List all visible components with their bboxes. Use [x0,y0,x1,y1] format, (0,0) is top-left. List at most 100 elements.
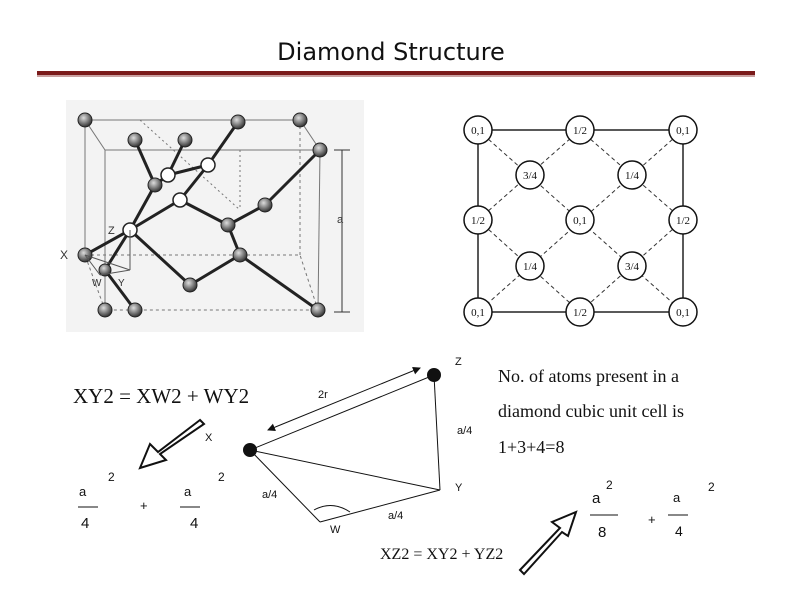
equation-xy: XY2 = XW2 + WY2 [73,384,250,408]
atom-face [232,247,248,263]
point-label-w: W [330,524,341,536]
frac-left-2-den: 4 [190,515,199,532]
grid-label: 3/4 [625,261,640,273]
plus-sign: + [140,498,148,513]
diamond-unit-cell-figure: a X Z W Y [60,100,364,332]
xyzw-triangle [84,230,131,276]
grid-label: 0,1 [471,125,485,137]
grid-label: 1/4 [625,170,640,182]
line-x-y [249,449,441,491]
line-z-y [433,374,441,491]
grid-atom [565,297,595,327]
grid-label: 1/4 [523,261,538,273]
interior-atoms [122,157,216,238]
line-x-w [249,449,321,523]
grid-diagonals [477,129,684,313]
frac-right-1-den: 8 [598,524,607,541]
frac-left-2-num: a [184,484,192,499]
note-line-3: 1+3+4=8 [498,437,565,457]
label-a: a [337,214,344,226]
point-label-z: Z [455,356,462,368]
arrow-icon [138,418,206,470]
dimension-a [334,149,350,313]
grid-atom [668,297,698,327]
atom-face [182,277,198,293]
grid-label: 0,1 [573,215,587,227]
atom-face [177,132,193,148]
label-w: W [92,278,102,289]
frac-right-1-num: a [592,490,601,507]
grid-atom [463,205,493,235]
atom-face [220,217,236,233]
grid-atom [617,160,647,190]
grid-label: 1/2 [573,307,587,319]
grid-label: 1/2 [573,125,587,137]
atom-face [127,132,143,148]
atom-corner [312,142,328,158]
point-label-x: X [205,432,213,444]
slide-title: Diamond Structure [277,38,505,66]
two-r-arrow [267,366,421,432]
frac-left-1-num: a [79,484,87,499]
label-wx: a/4 [262,489,277,501]
note-line-2: diamond cubic unit cell is [498,401,684,421]
frac-right-1-exp: 2 [606,478,613,492]
line-x-z [249,374,435,451]
lattice-atoms [77,112,328,318]
frac-right-2-den: 4 [675,523,683,539]
atom-corner [310,302,326,318]
point-label-y: Y [455,482,463,494]
grid-atom [668,205,698,235]
frac-left-1-exp: 2 [108,470,115,484]
frac-left-1-den: 4 [81,515,90,532]
grid-label: 0,1 [471,307,485,319]
atom-interior [200,157,216,173]
right-angle-arc [313,505,351,513]
grid-label: 1/2 [471,215,485,227]
grid-label: 1/2 [676,215,690,227]
atom-face [257,197,273,213]
atom-interior [172,192,188,208]
note-line-1: No. of atoms present in a [498,366,679,386]
grid-label: 3/4 [523,170,538,182]
grid-atom [565,205,595,235]
label-x: X [60,248,68,262]
label-z: Z [108,225,115,237]
label-2r: 2r [318,389,328,401]
grid-atom [515,251,545,281]
fraction-bars [78,506,688,516]
grid-label: 0,1 [676,125,690,137]
atom-corner [97,302,113,318]
arrow-icon [518,510,578,576]
atom-corner [77,112,93,128]
frac-left-2-exp: 2 [218,470,225,484]
atom-face [230,114,246,130]
grid-atom [463,297,493,327]
atom-z [427,368,441,382]
line-w-y [319,489,441,523]
projection-grid: 0,1 1/2 0,1 3/4 1/4 1/2 0,1 1/2 1/4 3/4 … [463,115,698,327]
geometry-diagram: Z X Y W 2r a/4 a/4 a/4 [205,356,472,536]
title-underline [37,71,755,77]
grid-atom [515,160,545,190]
atom-corner [292,112,308,128]
grid-atom [463,115,493,145]
label-wy: a/4 [388,510,403,522]
equation-xz: XZ2 = XY2 + YZ2 [380,546,504,563]
grid-atom [565,115,595,145]
grid-atom [668,115,698,145]
grid-atoms [463,115,698,327]
plus-sign-right: + [648,512,656,527]
label-zy: a/4 [457,425,472,437]
atom-face [98,263,112,277]
grid-atom [617,251,647,281]
frac-right-2-exp: 2 [708,480,715,494]
frac-right-2-num: a [673,490,681,505]
atom-corner [127,302,143,318]
grid-label: 0,1 [676,307,690,319]
figure-background [66,100,364,332]
grid-labels: 0,1 1/2 0,1 3/4 1/4 1/2 0,1 1/2 1/4 3/4 … [471,125,690,319]
atom-face [147,177,163,193]
label-y: Y [118,278,125,289]
